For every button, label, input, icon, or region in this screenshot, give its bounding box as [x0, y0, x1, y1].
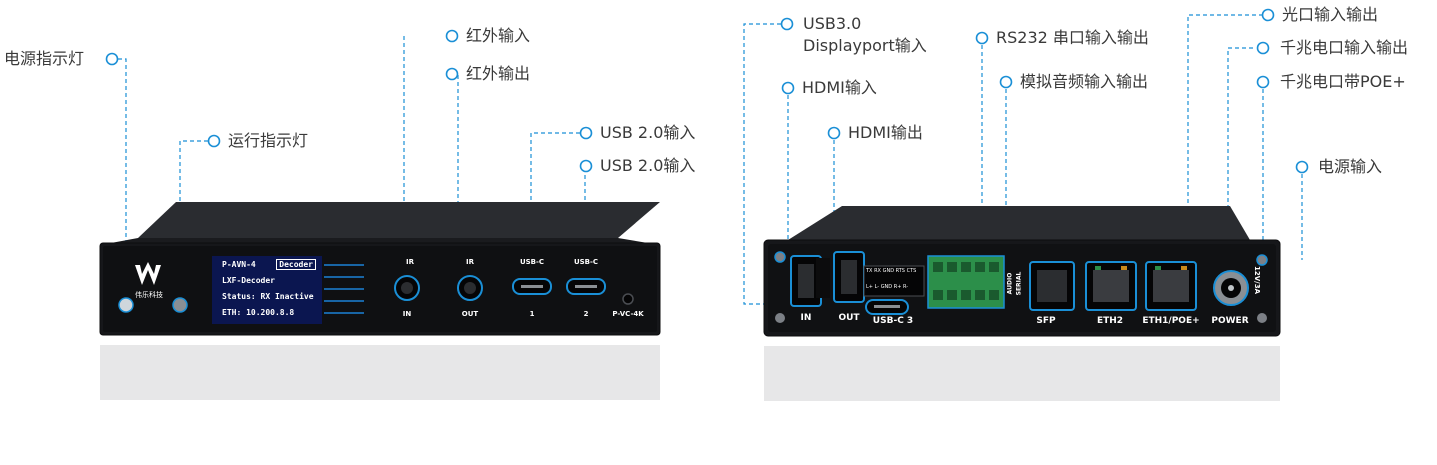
label-ir-out: 红外输出	[466, 64, 531, 83]
model-label: P-VC-4K	[612, 310, 644, 318]
run-led-icon	[172, 297, 188, 313]
label-usb-2: USB 2.0输入	[600, 156, 696, 175]
label-run-led: 运行指示灯	[228, 131, 309, 150]
label-power-in: 电源输入	[1318, 157, 1383, 176]
ir-out-bottom-label: OUT	[461, 310, 479, 318]
hdmi-in-port	[790, 255, 822, 307]
callout-dot-gbe-poe	[1256, 75, 1270, 89]
label-gbe-poe: 千兆电口带POE+	[1280, 72, 1406, 91]
power-led-icon	[118, 297, 134, 313]
label-usb3: USB3.0 Displayport输入	[803, 13, 927, 57]
terminal-bottom-labels: L+ L- GND R+ R-	[866, 284, 908, 290]
sfp-port	[1029, 261, 1075, 311]
terminal-gnd-top: GND	[882, 268, 895, 274]
back-eth1-label: ETH1/POE+	[1142, 316, 1200, 326]
terminal-rplus: R+	[893, 284, 902, 290]
label-power-led: 电源指示灯	[4, 49, 85, 68]
back-sfp-label: SFP	[1036, 316, 1056, 326]
callout-dot-run-led	[207, 134, 221, 148]
brand-logo-text: 伟乐科技	[135, 291, 163, 299]
back-usbc3-label: USB-C 3	[872, 316, 914, 326]
terminal-rx: RX	[874, 268, 881, 274]
back-in-label: IN	[800, 313, 812, 323]
label-usb-1: USB 2.0输入	[600, 123, 696, 142]
terminal-lminus: L-	[874, 284, 880, 290]
eth1-poe-port	[1145, 261, 1197, 311]
callout-dot-ir-in	[445, 29, 459, 43]
callout-dot-gbe	[1256, 41, 1270, 55]
callout-dot-usb-2	[579, 159, 593, 173]
terminal-rminus: R-	[903, 284, 909, 290]
screen-line-4: ETH: 10.200.8.8	[222, 308, 295, 317]
terminal-block	[927, 255, 1005, 309]
terminal-gnd-bottom: GND	[880, 284, 893, 290]
callout-dot-usb-1	[579, 126, 593, 140]
label-optical: 光口输入输出	[1282, 5, 1379, 24]
back-eth2-label: ETH2	[1096, 316, 1124, 326]
callout-dot-rs232	[975, 31, 989, 45]
terminal-top-labels: TX RX GND RTS CTS	[866, 268, 916, 274]
brand-logo-icon	[135, 262, 161, 285]
label-hdmi-in: HDMI输入	[802, 78, 877, 97]
label-audio: 模拟音频输入输出	[1020, 72, 1149, 91]
callout-dot-audio	[999, 75, 1013, 89]
screen-badge: Decoder	[276, 259, 316, 270]
label-rs232: RS232 串口输入输出	[996, 28, 1149, 47]
usb-c-1-bottom-label: 1	[529, 310, 535, 318]
label-gbe: 千兆电口输入输出	[1280, 38, 1409, 57]
back-power-rating-label: 12V/3A	[1253, 265, 1261, 295]
back-power-label: POWER	[1211, 316, 1249, 326]
usb-c-2-top-label: USB-C	[573, 258, 599, 266]
callout-dot-power-led	[105, 52, 119, 66]
back-out-label: OUT	[838, 313, 860, 323]
ir-out-top-label: IR	[466, 258, 474, 266]
ir-in-bottom-label: IN	[402, 310, 412, 318]
power-jack	[1213, 270, 1249, 306]
label-usb3-line2: Displayport输入	[803, 36, 927, 55]
terminal-cts: CTS	[906, 268, 917, 274]
label-ir-in: 红外输入	[466, 26, 531, 45]
label-usb3-line1: USB3.0	[803, 14, 862, 33]
usb-c-1-top-label: USB-C	[519, 258, 545, 266]
terminal-tx: TX	[866, 268, 873, 274]
hdmi-out-port	[833, 251, 865, 303]
screen-line-3: Status: RX Inactive	[222, 292, 314, 301]
screen-line-1: P-AVN-4	[222, 260, 256, 269]
label-hdmi-out: HDMI输出	[848, 123, 923, 142]
callout-dot-optical	[1261, 8, 1275, 22]
usb-c-2-bottom-label: 2	[583, 310, 589, 318]
callout-dot-usb3	[780, 17, 794, 31]
terminal-lplus: L+	[866, 284, 873, 290]
screen-line-2: LXF-Decoder	[222, 276, 275, 285]
reset-button-icon	[622, 293, 634, 305]
eth2-port	[1085, 261, 1137, 311]
front-display-screen: P-AVN-4 Decoder LXF-Decoder Status: RX I…	[212, 256, 322, 324]
callout-dot-ir-out	[445, 67, 459, 81]
back-audio-label: AUDIO	[1006, 272, 1014, 295]
back-serial-label: SERIAL	[1015, 271, 1023, 296]
ir-in-top-label: IR	[406, 258, 414, 266]
callout-dot-power-in	[1295, 160, 1309, 174]
terminal-rts: RTS	[895, 268, 905, 274]
callout-dot-hdmi-out	[827, 126, 841, 140]
callout-dot-hdmi-in	[781, 81, 795, 95]
